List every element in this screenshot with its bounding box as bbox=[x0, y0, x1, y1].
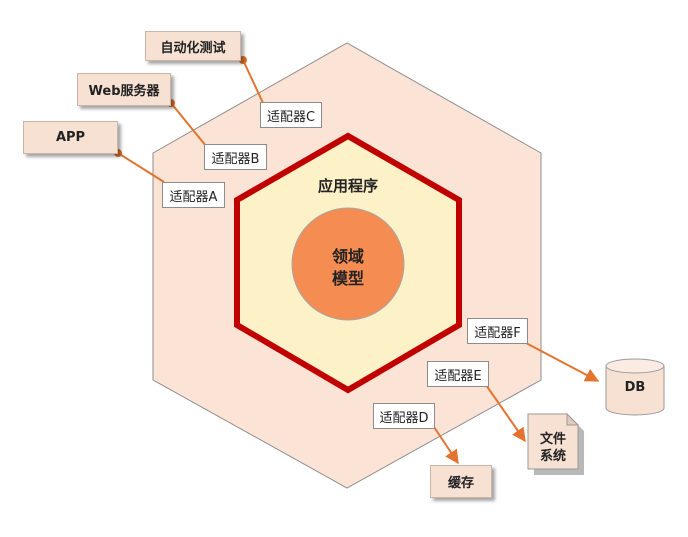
driver-web-server: Web服务器 bbox=[77, 73, 171, 106]
driver-automated-test: 自动化测试 bbox=[145, 31, 241, 61]
adapter-f: 适配器F bbox=[467, 318, 528, 344]
connector-app-to-adapter-a bbox=[117, 152, 165, 183]
domain-model-circle bbox=[291, 207, 405, 321]
connector-adapter-d-to-cache bbox=[433, 426, 459, 465]
file-system-icon bbox=[527, 412, 584, 475]
database-icon bbox=[605, 358, 665, 416]
connector-web-to-adapter-b bbox=[170, 102, 207, 147]
connector-test-to-adapter-c bbox=[242, 59, 264, 104]
cache-box: 缓存 bbox=[430, 465, 492, 498]
connector-adapter-e-to-fs bbox=[485, 384, 526, 443]
adapter-e: 适配器E bbox=[427, 361, 489, 387]
file-system-label-line2: 系统 bbox=[539, 449, 566, 464]
adapter-a: 适配器A bbox=[162, 182, 225, 208]
adapter-b: 适配器B bbox=[204, 144, 267, 170]
application-layer-label: 应用程序 bbox=[317, 177, 378, 195]
domain-model-label-line2: 模型 bbox=[331, 269, 364, 288]
adapter-c: 适配器C bbox=[260, 102, 322, 128]
connector-adapter-f-to-db bbox=[525, 342, 600, 382]
file-system-label-line1: 文件 bbox=[539, 432, 566, 447]
database-label: DB bbox=[624, 380, 646, 395]
adapter-d: 适配器D bbox=[373, 403, 435, 429]
domain-model-label-line1: 领域 bbox=[331, 247, 364, 266]
driver-app: APP bbox=[23, 121, 118, 154]
